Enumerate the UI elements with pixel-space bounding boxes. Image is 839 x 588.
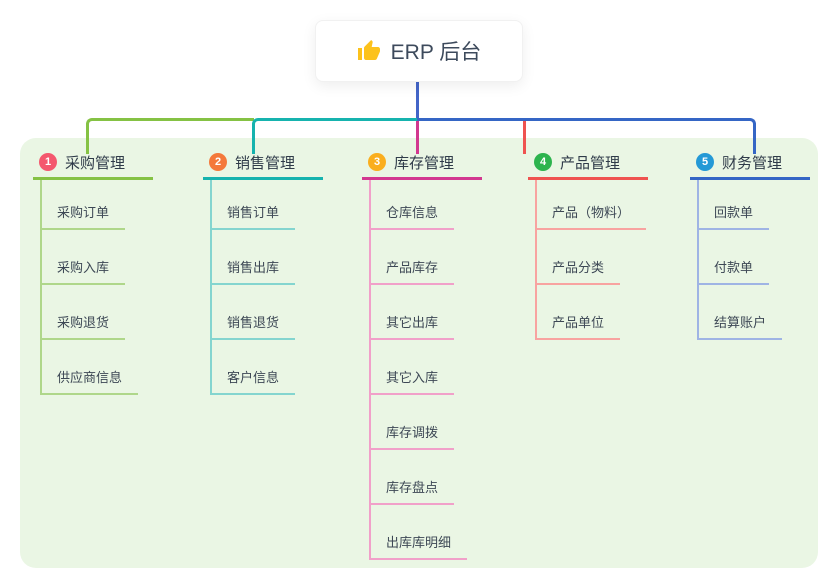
branch-node-sales[interactable]: 2 销售管理: [203, 152, 323, 180]
child-node[interactable]: 采购入库: [42, 230, 126, 285]
child-node[interactable]: 仓库信息: [371, 180, 455, 230]
connector-branch-1: [86, 118, 254, 154]
child-label: 采购订单: [57, 205, 110, 220]
child-label: 库存调拨: [386, 425, 439, 440]
branch-children: 产品（物料） 产品分类 产品单位: [535, 180, 648, 340]
child-node[interactable]: 库存调拨: [371, 395, 455, 450]
child-label: 采购入库: [57, 260, 110, 275]
thumbs-up-icon: [357, 39, 381, 63]
root-title: ERP 后台: [390, 41, 482, 64]
child-label: 库存盘点: [386, 480, 439, 495]
branch-number-badge: 3: [368, 153, 386, 171]
child-label: 其它出库: [386, 315, 439, 330]
branch-children: 销售订单 销售出库 销售退货 客户信息: [210, 180, 323, 395]
child-node[interactable]: 销售退货: [212, 285, 296, 340]
child-label: 回款单: [714, 205, 754, 220]
branch-node-finance[interactable]: 5 财务管理: [690, 152, 810, 180]
branch-sales: 2 销售管理 销售订单 销售出库 销售退货 客户信息: [203, 152, 323, 395]
branch-children: 回款单 付款单 结算账户: [697, 180, 810, 340]
branch-number-badge: 2: [209, 153, 227, 171]
child-node[interactable]: 产品库存: [371, 230, 455, 285]
child-label: 产品分类: [552, 260, 605, 275]
child-node[interactable]: 出库库明细: [371, 505, 468, 560]
branch-product: 4 产品管理 产品（物料） 产品分类 产品单位: [528, 152, 648, 340]
child-node[interactable]: 供应商信息: [42, 340, 139, 395]
branch-title-label: 库存管理: [394, 154, 455, 172]
branch-finance: 5 财务管理 回款单 付款单 结算账户: [690, 152, 810, 340]
child-label: 销售订单: [227, 205, 280, 220]
branch-children: 采购订单 采购入库 采购退货 供应商信息: [40, 180, 153, 395]
child-node[interactable]: 采购退货: [42, 285, 126, 340]
child-node[interactable]: 客户信息: [212, 340, 296, 395]
connector-branch-3: [416, 121, 419, 154]
root-node[interactable]: ERP 后台: [315, 20, 523, 82]
child-label: 产品（物料）: [552, 205, 631, 220]
branch-children: 仓库信息 产品库存 其它出库 其它入库 库存调拨 库存盘点 出库库明细: [369, 180, 482, 560]
child-node[interactable]: 其它入库: [371, 340, 455, 395]
child-label: 仓库信息: [386, 205, 439, 220]
child-node[interactable]: 销售出库: [212, 230, 296, 285]
child-label: 产品库存: [386, 260, 439, 275]
child-node[interactable]: 其它出库: [371, 285, 455, 340]
child-label: 其它入库: [386, 370, 439, 385]
child-label: 出库库明细: [386, 535, 452, 550]
child-node[interactable]: 结算账户: [699, 285, 783, 340]
child-node[interactable]: 产品（物料）: [537, 180, 647, 230]
child-label: 客户信息: [227, 370, 280, 385]
child-label: 产品单位: [552, 315, 605, 330]
child-node[interactable]: 产品单位: [537, 285, 621, 340]
child-node[interactable]: 销售订单: [212, 180, 296, 230]
child-label: 供应商信息: [57, 370, 123, 385]
branch-node-inventory[interactable]: 3 库存管理: [362, 152, 482, 180]
branch-purchase: 1 采购管理 采购订单 采购入库 采购退货 供应商信息: [33, 152, 153, 395]
child-label: 销售出库: [227, 260, 280, 275]
branch-title-label: 销售管理: [235, 154, 296, 172]
child-node[interactable]: 回款单: [699, 180, 770, 230]
branch-title-label: 采购管理: [65, 154, 126, 172]
child-node[interactable]: 产品分类: [537, 230, 621, 285]
child-node[interactable]: 付款单: [699, 230, 770, 285]
connector-root-stem: [416, 82, 419, 121]
branch-number-badge: 1: [39, 153, 57, 171]
child-label: 结算账户: [714, 315, 767, 330]
branch-node-purchase[interactable]: 1 采购管理: [33, 152, 153, 180]
connector-branch-4: [523, 121, 526, 154]
branch-number-badge: 4: [534, 153, 552, 171]
connector-branch-2: [252, 118, 417, 154]
child-label: 采购退货: [57, 315, 110, 330]
branch-node-product[interactable]: 4 产品管理: [528, 152, 648, 180]
child-label: 销售退货: [227, 315, 280, 330]
child-label: 付款单: [714, 260, 754, 275]
child-node[interactable]: 采购订单: [42, 180, 126, 230]
connector-branch-5: [417, 118, 756, 154]
branch-inventory: 3 库存管理 仓库信息 产品库存 其它出库 其它入库 库存调拨 库存盘点 出库库…: [362, 152, 482, 560]
branch-title-label: 产品管理: [560, 154, 621, 172]
mindmap-panel: [20, 138, 818, 568]
child-node[interactable]: 库存盘点: [371, 450, 455, 505]
branch-title-label: 财务管理: [722, 154, 783, 172]
branch-number-badge: 5: [696, 153, 714, 171]
